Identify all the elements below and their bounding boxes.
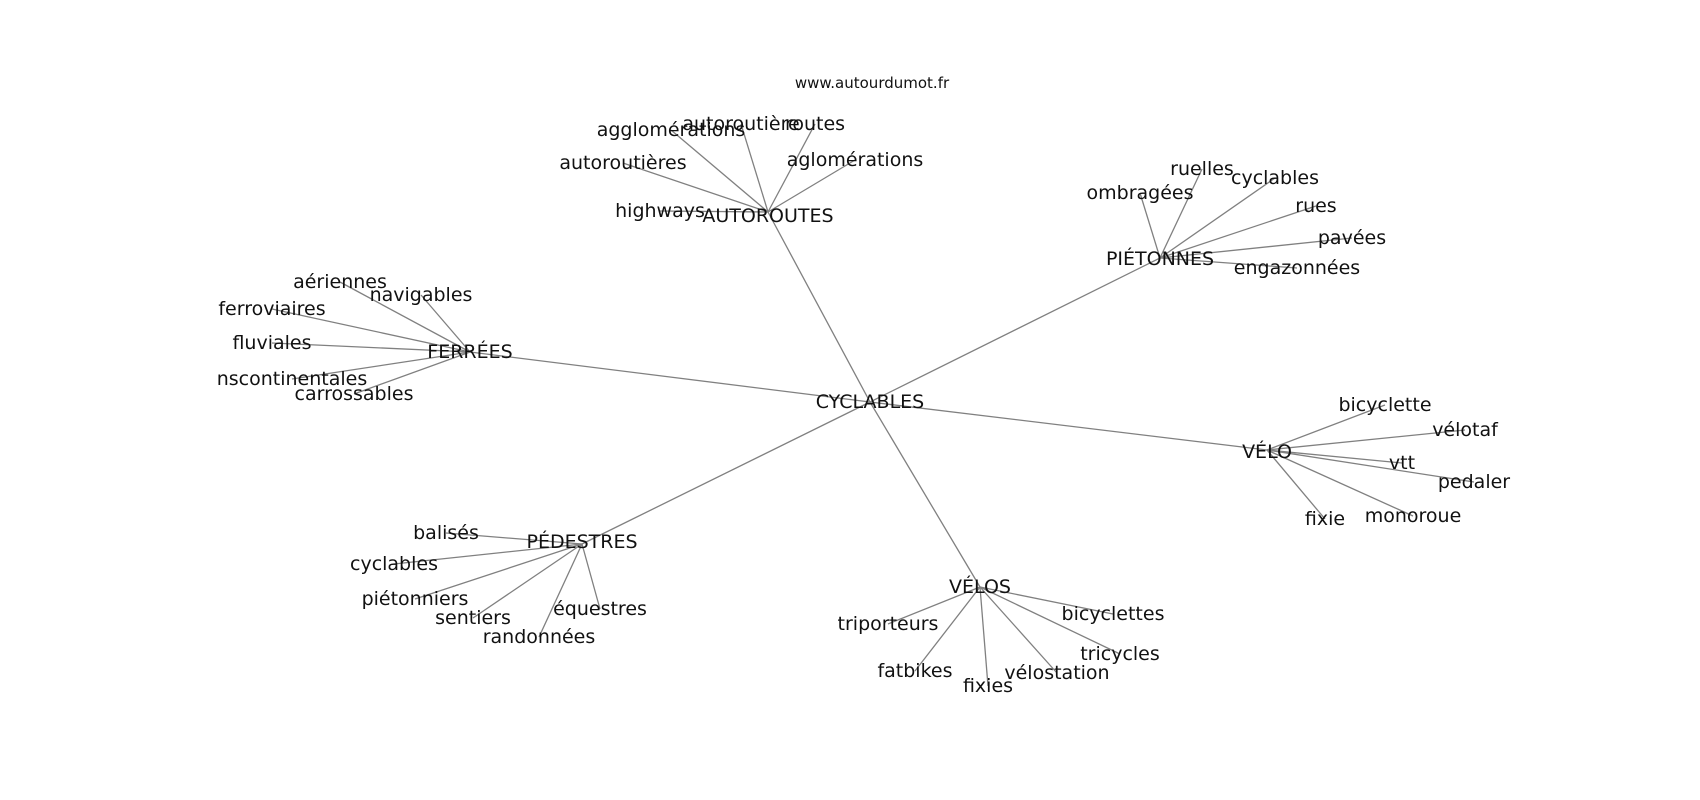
edge-hub-to-leaf <box>979 586 1114 615</box>
edge-hub-to-leaf <box>339 281 471 353</box>
edge-hub-to-leaf <box>887 586 981 625</box>
edge-center-to-hub <box>869 257 1161 403</box>
edge-hub-to-leaf <box>740 123 769 213</box>
edge-hub-to-leaf <box>622 162 769 213</box>
leaf-node-label: aériennes <box>293 271 387 293</box>
leaf-node-label: pavées <box>1318 227 1386 249</box>
leaf-node-label: agglomérations <box>597 119 746 141</box>
leaf-node-label: highways <box>615 200 705 222</box>
edge-hub-to-leaf <box>271 342 471 353</box>
edge-center-to-hub <box>869 401 1268 451</box>
edge-hub-to-leaf <box>659 210 769 213</box>
leaf-node-label: cyclables <box>350 553 438 575</box>
edge-hub-to-leaf <box>1266 449 1326 520</box>
edge-hub-to-leaf <box>1159 177 1276 259</box>
edge-hub-to-leaf <box>538 543 583 638</box>
leaf-node-label: autoroutière <box>682 113 799 135</box>
leaf-node-label: pedaler <box>1438 471 1510 493</box>
edge-hub-to-leaf <box>670 129 769 213</box>
leaf-node-label: vtt <box>1389 452 1415 474</box>
hub-node-label: VÉLO <box>1242 440 1292 463</box>
hub-node-label: VÉLOS <box>949 575 1011 598</box>
leaf-node-label: piétonniers <box>362 588 469 610</box>
edge-hub-to-leaf <box>1266 429 1466 451</box>
leaf-node-label: engazonnées <box>1234 257 1360 279</box>
leaf-node-label: ruelles <box>1170 158 1234 180</box>
center-node-label: CYCLABLES <box>816 391 924 413</box>
edge-center-to-hub <box>581 401 871 545</box>
leaf-node-label: bicyclette <box>1338 394 1431 416</box>
edge-hub-to-leaf <box>271 308 471 353</box>
leaf-node-label: fluviales <box>232 332 311 354</box>
leaf-node-label: routes <box>785 113 845 135</box>
edge-center-to-hub <box>767 211 871 403</box>
watermark: www.autourdumot.fr <box>795 74 950 92</box>
leaf-node-label: bicyclettes <box>1062 603 1165 625</box>
leaf-node-label: fixies <box>963 675 1013 697</box>
edge-hub-to-leaf <box>979 586 989 687</box>
edge-hub-to-leaf <box>1266 449 1475 483</box>
leaf-node-label: ferroviaires <box>218 298 325 320</box>
leaf-node-label: vélotaf <box>1432 419 1499 441</box>
leaf-node-label: balisés <box>413 522 479 544</box>
edge-hub-to-leaf <box>581 543 601 610</box>
leaf-node-label: tricycles <box>1080 643 1160 665</box>
edge-hub-to-leaf <box>767 123 816 213</box>
labels-layer: CYCLABLESAUTOROUTESagglomérationsautorou… <box>217 113 1511 697</box>
edge-hub-to-leaf <box>393 543 583 565</box>
leaf-node-label: autoroutières <box>559 152 686 174</box>
leaf-node-label: carrossables <box>295 383 414 405</box>
edge-hub-to-leaf <box>353 351 471 395</box>
edge-hub-to-leaf <box>472 543 583 619</box>
edge-center-to-hub <box>469 351 871 403</box>
leaf-node-label: ombragées <box>1087 182 1194 204</box>
leaf-node-label: navigables <box>370 284 473 306</box>
edge-hub-to-leaf <box>979 586 1121 655</box>
edge-hub-to-leaf <box>445 532 583 545</box>
edge-center-to-hub <box>869 401 981 588</box>
hub-node-label: PÉDESTRES <box>526 530 637 553</box>
hub-node-label: PIÉTONNES <box>1106 247 1214 270</box>
edge-hub-to-leaf <box>1159 237 1353 259</box>
edge-hub-to-leaf <box>420 294 471 353</box>
edge-hub-to-leaf <box>1266 404 1386 451</box>
edge-hub-to-leaf <box>1266 449 1403 464</box>
leaf-node-label: rues <box>1295 195 1336 217</box>
leaf-node-label: équestres <box>553 598 647 620</box>
edge-hub-to-leaf <box>1266 449 1414 517</box>
edge-hub-to-leaf <box>291 351 471 380</box>
leaf-node-label: aglomérations <box>787 149 924 171</box>
hub-node-label: FERRÉES <box>427 340 512 363</box>
edge-hub-to-leaf <box>767 159 856 213</box>
leaf-node-label: fixie <box>1305 508 1345 530</box>
edge-hub-to-leaf <box>1139 192 1161 259</box>
edge-hub-to-leaf <box>414 543 583 600</box>
edge-hub-to-leaf <box>1159 257 1298 269</box>
leaf-node-label: vélostation <box>1004 662 1109 684</box>
edges-layer <box>271 123 1475 687</box>
leaf-node-label: sentiers <box>435 607 511 629</box>
edge-hub-to-leaf <box>1159 205 1317 259</box>
leaf-node-label: nscontinentales <box>217 368 368 390</box>
leaf-node-label: triporteurs <box>838 613 939 635</box>
edge-hub-to-leaf <box>979 586 1058 674</box>
edge-hub-to-leaf <box>914 586 981 672</box>
edge-hub-to-leaf <box>1159 168 1203 259</box>
leaf-node-label: monoroue <box>1365 505 1462 527</box>
hub-node-label: AUTOROUTES <box>702 205 833 227</box>
leaf-node-label: fatbikes <box>877 660 952 682</box>
leaf-node-label: cyclables <box>1231 167 1319 189</box>
leaf-node-label: randonnées <box>483 626 596 648</box>
